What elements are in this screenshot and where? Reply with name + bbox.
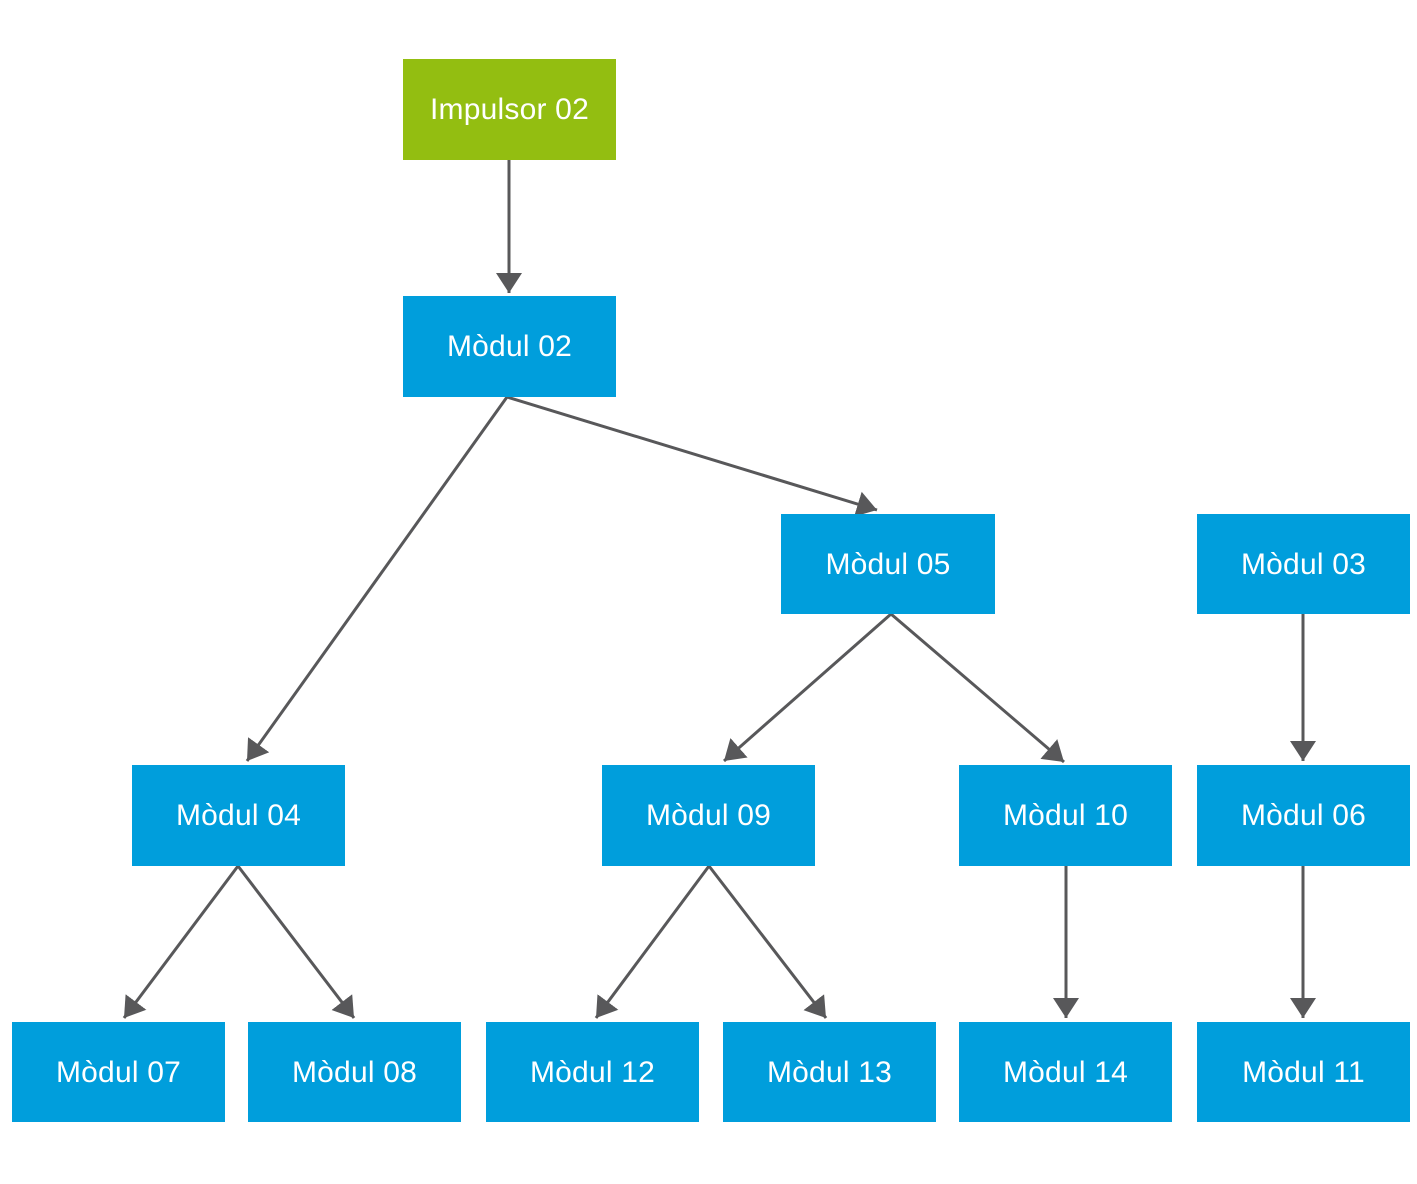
node-modul-03[interactable]: Mòdul 03 — [1197, 514, 1410, 614]
node-modul-09[interactable]: Mòdul 09 — [602, 765, 815, 866]
node-label-modul-08: Mòdul 08 — [291, 1055, 417, 1089]
node-modul-10[interactable]: Mòdul 10 — [959, 765, 1172, 866]
node-label-modul-09: Mòdul 09 — [645, 799, 771, 832]
node-modul-11[interactable]: Mòdul 11 — [1197, 1022, 1410, 1122]
node-modul-04[interactable]: Mòdul 04 — [132, 765, 345, 866]
node-label-modul-04: Mòdul 04 — [175, 799, 301, 832]
node-impulsor-02[interactable]: Impulsor 02 — [403, 59, 616, 160]
node-modul-08[interactable]: Mòdul 08 — [248, 1022, 461, 1122]
node-label-modul-10: Mòdul 10 — [1002, 799, 1128, 832]
node-modul-06[interactable]: Mòdul 06 — [1197, 765, 1410, 866]
node-modul-05[interactable]: Mòdul 05 — [781, 514, 995, 614]
node-label-modul-12: Mòdul 12 — [529, 1055, 655, 1089]
node-modul-07[interactable]: Mòdul 07 — [12, 1022, 225, 1122]
node-label-modul-05: Mòdul 05 — [825, 547, 951, 581]
node-label-modul-14: Mòdul 14 — [1002, 1055, 1128, 1089]
node-label-modul-11: Mòdul 11 — [1242, 1055, 1365, 1089]
node-label-impulsor-02: Impulsor 02 — [430, 93, 589, 126]
node-modul-14[interactable]: Mòdul 14 — [959, 1022, 1172, 1122]
node-label-modul-06: Mòdul 06 — [1240, 799, 1366, 832]
node-modul-02[interactable]: Mòdul 02 — [403, 296, 616, 397]
node-label-modul-03: Mòdul 03 — [1240, 547, 1366, 581]
node-modul-12[interactable]: Mòdul 12 — [486, 1022, 699, 1122]
node-label-modul-07: Mòdul 07 — [55, 1055, 181, 1089]
node-modul-13[interactable]: Mòdul 13 — [723, 1022, 936, 1122]
node-label-modul-13: Mòdul 13 — [766, 1055, 892, 1089]
node-label-modul-02: Mòdul 02 — [446, 330, 572, 363]
